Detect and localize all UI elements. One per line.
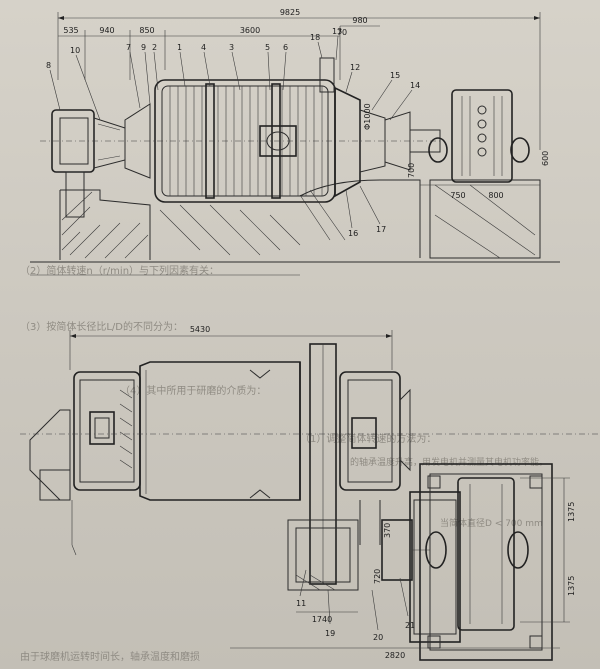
part-label-17: 17 <box>376 225 386 234</box>
plan-feed-end <box>29 371 141 556</box>
part-label-15: 15 <box>390 71 400 80</box>
part-label-1: 1 <box>177 43 182 52</box>
bg-text-line: （3）按简体长径比L/D的不同分为： <box>20 322 184 333</box>
part-label-13: 13 <box>332 27 342 36</box>
part-label-10: 10 <box>70 46 80 55</box>
dim-overall-bottom: 5430 <box>190 325 210 334</box>
part-label-18: 18 <box>310 33 320 42</box>
dim-720: 720 <box>373 569 382 584</box>
dim-1375-upper: 1375 <box>567 502 576 522</box>
dim-1375-lower: 1375 <box>567 576 576 596</box>
dim-70: 70 <box>337 28 347 37</box>
plan-discharge-end <box>339 371 411 545</box>
plan-column <box>287 343 359 591</box>
label-phi1000: Φ1000 <box>363 103 372 130</box>
drive-motor: 750 800 600 700 <box>407 89 550 200</box>
part-label-19: 19 <box>325 629 335 638</box>
dim-850: 850 <box>139 26 154 35</box>
part-label-6: 6 <box>283 43 288 52</box>
discharge-end-assembly: Φ1000 <box>319 57 441 198</box>
dim-600: 600 <box>541 151 550 166</box>
bg-text-line: （1）调整简体转速的方法为： <box>300 434 437 445</box>
part-label-12: 12 <box>350 63 360 72</box>
part-label-16: 16 <box>348 229 358 238</box>
plan-dimensions: 1740 2820 720 370 <box>230 523 560 660</box>
plan-drum <box>20 361 600 501</box>
part-label-11: 11 <box>296 599 306 608</box>
part-label-9: 9 <box>141 43 146 52</box>
dim-overall-top: 9825 <box>280 8 300 17</box>
dim-535: 535 <box>63 26 78 35</box>
dim-800: 800 <box>488 191 503 200</box>
part-label-3: 3 <box>229 43 234 52</box>
part-label-21: 21 <box>405 621 415 630</box>
part-label-14: 14 <box>410 81 420 90</box>
bg-text-line: （2）简体转速n（r/min）与下列因素有关： <box>20 266 220 277</box>
bottom-part-labels: 11 19 20 21 <box>296 569 415 642</box>
dim-700: 700 <box>407 163 416 178</box>
dim-980: 980 <box>352 16 367 25</box>
top-elevation-view: 9825 535 940 850 3600 980 70 <box>30 8 560 276</box>
dim-370: 370 <box>383 523 392 538</box>
dim-3600: 3600 <box>240 26 260 35</box>
dim-1740: 1740 <box>312 615 332 624</box>
bg-text-line: 的轴承温度升高，用发电机并测量其电机功率能。 <box>350 458 549 468</box>
part-label-2: 2 <box>152 43 157 52</box>
dim-940: 940 <box>99 26 114 35</box>
part-label-8: 8 <box>46 61 51 70</box>
plan-drive: 1375 1375 <box>381 463 576 661</box>
foundation-hatch <box>59 179 541 260</box>
bg-text-line: （4）其中所用于研磨的介质为： <box>120 386 267 397</box>
bg-text-line: 当简体直径D < 700 mm <box>440 519 543 529</box>
bg-text-line: 由于球磨机运转时间长，轴承温度和磨损 <box>20 652 200 663</box>
part-label-4: 4 <box>201 43 206 52</box>
part-label-5: 5 <box>265 43 270 52</box>
top-part-labels: 8 10 7 9 2 1 4 3 5 6 18 13 12 15 14 16 1… <box>46 27 420 238</box>
dim-750: 750 <box>450 191 465 200</box>
part-label-20: 20 <box>373 633 383 642</box>
dim-2820: 2820 <box>385 651 405 660</box>
part-label-7: 7 <box>126 43 131 52</box>
bottom-plan-view: 5430 <box>20 325 600 661</box>
